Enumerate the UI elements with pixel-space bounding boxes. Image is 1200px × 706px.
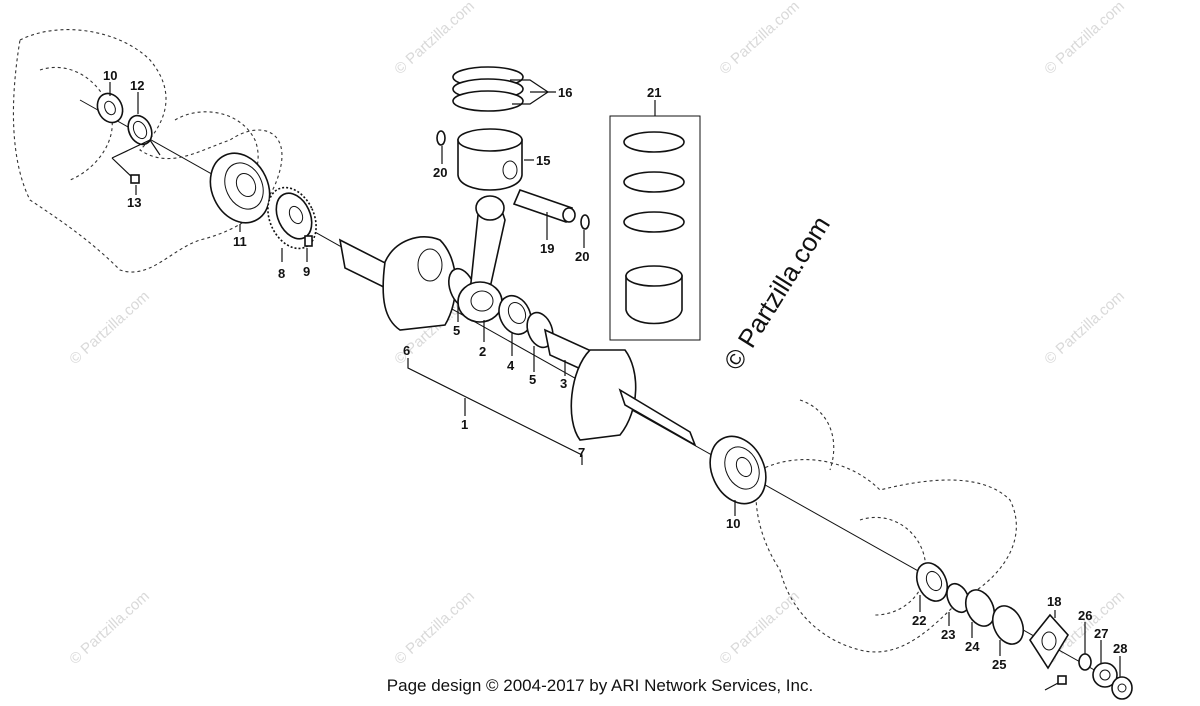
part-label: 10 [103,68,117,83]
piston-17 [457,128,523,191]
engine-case-right [755,399,1017,653]
seal-24 [964,589,996,627]
part-label: 23 [941,627,955,642]
part-label: 25 [992,657,1006,672]
watermark: © Partzilla.com [716,588,802,668]
nut-28 [1111,676,1133,700]
part-label: 18 [1047,594,1061,609]
part-label: 9 [303,264,310,279]
key-9 [304,235,313,247]
part-label: 22 [912,613,926,628]
clip-20-top [436,130,446,146]
crank-web-6 [338,236,457,331]
screw-14 [111,139,161,184]
part-label: 19 [540,241,554,256]
plate-15 [1029,613,1069,670]
bearing-11 [209,152,271,224]
part-label: 11 [233,234,247,249]
part-label: 16 [558,85,572,100]
crank-web-7 [570,349,697,447]
part-label: 24 [965,639,980,654]
leader-lines [109,79,1121,677]
bolt-16 [1044,675,1067,691]
kit-box-21 [609,115,701,341]
part-label: 20 [575,249,589,264]
bearing-10 [96,92,124,124]
part-label: 1 [461,417,468,432]
watermark: © Partzilla.com [391,0,477,78]
part-label: 5 [529,372,536,387]
o-ring-25 [991,605,1025,645]
part-label: 12 [130,78,144,93]
part-label: 27 [1094,626,1108,641]
clip-20-right [580,214,590,230]
watermark: © Partzilla.com [716,0,802,78]
part-label: 28 [1113,641,1127,656]
bearing-12 [709,435,767,505]
part-label: 20 [433,165,447,180]
bearing-22 [915,562,949,602]
watermark-group: © Partzilla.com © Partzilla.com © Partzi… [66,0,1127,668]
part-label: 21 [647,85,661,100]
needle-bearing-4 [498,294,532,336]
gear-8 [267,186,317,250]
washer-26 [1078,653,1092,671]
watermark-large: © Partzilla.com [718,211,836,375]
watermark: © Partzilla.com [391,588,477,668]
watermark: © Partzilla.com [1041,0,1127,78]
watermark: © Partzilla.com [1041,288,1127,368]
part-label: 15 [536,153,550,168]
part-label: 10 [726,516,740,531]
part-label: 8 [278,266,285,281]
part-label: 7 [578,445,585,460]
part-label: 2 [479,344,486,359]
wrist-pin-19 [512,189,576,223]
watermark: © Partzilla.com [66,288,152,368]
part-label: 6 [403,343,410,358]
part-label: 13 [127,195,141,210]
connecting-rod-2 [457,195,506,323]
page-footer: Page design © 2004-2017 by ARI Network S… [386,676,814,695]
collar-27 [1092,662,1118,688]
part-label: 3 [560,376,567,391]
watermark: © Partzilla.com [66,588,152,668]
part-label: 26 [1078,608,1092,623]
ring-23 [946,582,970,614]
piston-rings-18 [452,66,524,112]
part-labels: 10 12 13 11 8 9 5 2 4 5 3 6 1 7 10 10 16… [103,68,1127,672]
part-label: 5 [453,323,460,338]
ring-13 [127,114,153,146]
part-label: 4 [507,358,515,373]
